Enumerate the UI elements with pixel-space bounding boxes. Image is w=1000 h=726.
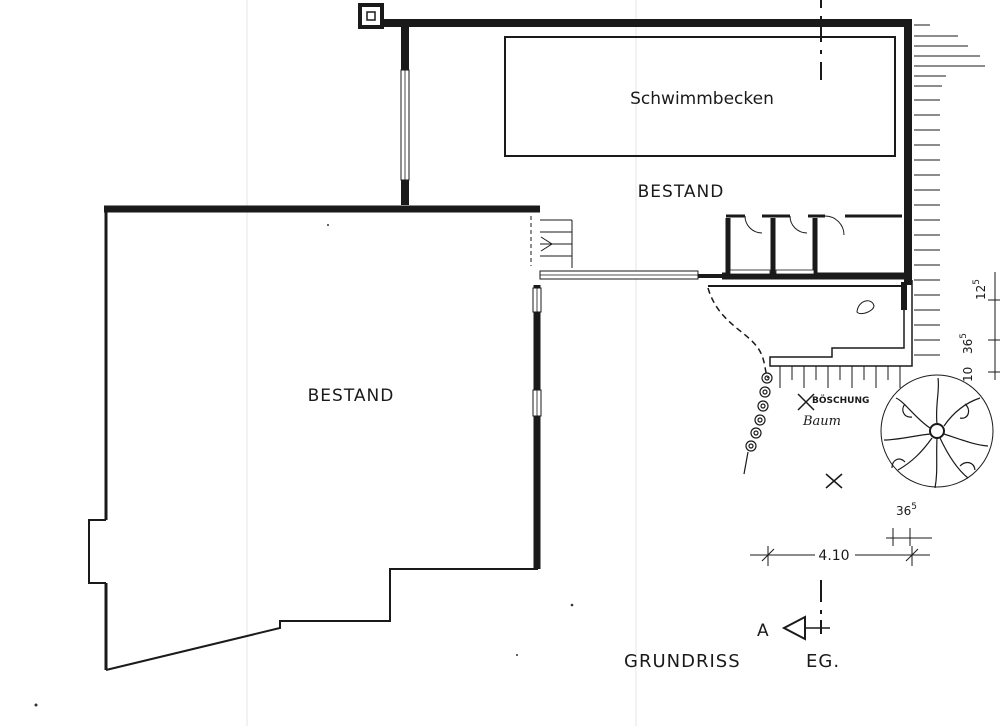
main-building-windows bbox=[532, 287, 542, 417]
bestand-top-label: BESTAND bbox=[638, 182, 725, 202]
dimension-125-label: 125 bbox=[972, 279, 988, 300]
dimension-365-right-sup: 5 bbox=[959, 333, 969, 339]
tree-annotation: Baum bbox=[802, 414, 841, 429]
bestand-main-label: BESTAND bbox=[308, 386, 395, 406]
tree-icon bbox=[880, 374, 994, 489]
dimension-10-label: 10 bbox=[961, 367, 975, 382]
pool-building-window bbox=[400, 69, 410, 181]
stone-edging bbox=[743, 372, 773, 475]
dimension-125-base: 12 bbox=[974, 285, 988, 300]
dimension-125-sup: 5 bbox=[972, 279, 982, 285]
section-line-a bbox=[806, 0, 830, 634]
glazing-strip bbox=[539, 270, 699, 280]
pool-label: Schwimmbecken bbox=[630, 89, 774, 109]
section-arrow-icon bbox=[781, 615, 806, 641]
dimension-410-label: 4.10 bbox=[818, 548, 849, 564]
drawing-title: GRUNDRISS bbox=[624, 651, 741, 672]
dimension-ticks-right bbox=[988, 272, 1000, 380]
dimension-365-right-label: 365 bbox=[959, 333, 975, 354]
cross-markers bbox=[797, 393, 843, 489]
dimension-365-sup: 5 bbox=[911, 502, 917, 512]
paper-specks bbox=[34, 224, 574, 707]
pool-basin bbox=[504, 36, 896, 157]
drawing-floor: EG. bbox=[806, 651, 840, 672]
changing-cabins bbox=[725, 214, 902, 276]
slope-hatch-bottom bbox=[770, 365, 912, 388]
dimension-365-right-base: 36 bbox=[961, 339, 975, 354]
main-building-outline bbox=[88, 205, 541, 671]
dimension-365-label: 365 bbox=[896, 502, 917, 518]
dimension-365-base: 36 bbox=[896, 504, 911, 518]
slope-annotation: BÖSCHUNG bbox=[812, 395, 869, 406]
entry-steps bbox=[530, 216, 573, 268]
dimension-line-410 bbox=[750, 528, 932, 566]
paper-fold-lines bbox=[246, 0, 637, 726]
section-marker-label: A bbox=[757, 621, 769, 641]
slope-hatch-right bbox=[914, 24, 985, 356]
terrace-outline bbox=[707, 280, 913, 379]
